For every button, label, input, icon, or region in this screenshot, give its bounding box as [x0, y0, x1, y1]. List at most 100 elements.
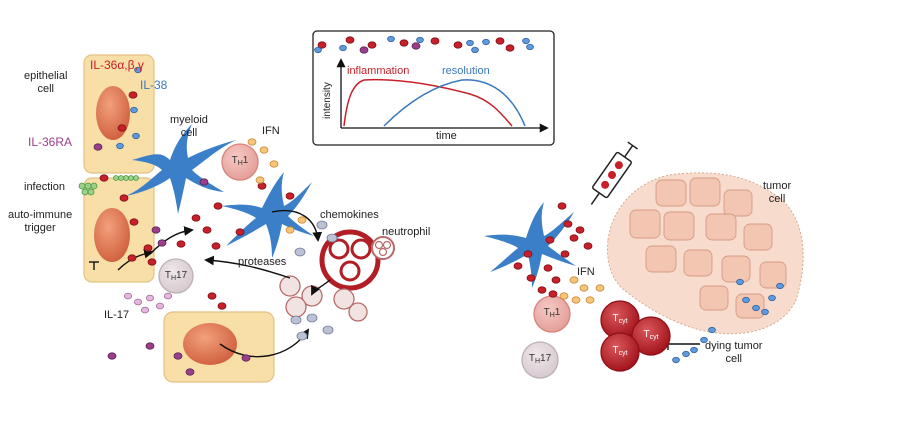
molecule-dot — [387, 35, 395, 43]
syringe-icon — [590, 141, 638, 205]
molecule-dot — [761, 308, 769, 316]
molecule-dot — [505, 44, 515, 52]
tcyt-2-label: Tcyt — [643, 329, 659, 341]
molecule-dot — [130, 106, 138, 114]
molecule-dot — [306, 313, 318, 323]
inset-inflammation-label: inflammation — [347, 65, 410, 77]
molecule-dot — [471, 46, 479, 54]
molecule-dot — [569, 234, 579, 242]
molecule-dot — [294, 247, 306, 257]
tcyt-3-label: Tcyt — [612, 345, 628, 357]
molecule-dot — [241, 354, 251, 362]
molecule-dot — [526, 274, 536, 282]
label-infection: infection — [24, 181, 65, 193]
label-il17: IL-17 — [104, 309, 130, 321]
molecule-dot — [128, 91, 138, 99]
tcyt-cell-2 — [631, 316, 671, 356]
molecule-dot — [202, 226, 212, 234]
molecule-dot — [147, 258, 157, 266]
th1-cell-left — [221, 143, 259, 181]
molecule-dot — [143, 244, 153, 252]
molecule-dot — [155, 302, 164, 310]
molecule-dot — [116, 142, 124, 150]
molecule-dot — [551, 276, 561, 284]
molecule-dot — [257, 182, 267, 190]
molecule-dot — [213, 202, 223, 210]
molecule-dot — [690, 346, 698, 354]
molecule-dot — [560, 250, 570, 258]
molecule-dot — [583, 242, 593, 250]
molecule-dot — [124, 292, 133, 300]
molecule-dot — [523, 250, 533, 258]
molecule-dot — [569, 276, 579, 284]
molecule-dot — [145, 294, 154, 302]
molecule-dot — [548, 290, 558, 298]
molecule-dot — [367, 41, 377, 49]
molecule-dot — [173, 352, 183, 360]
molecule-dot — [99, 174, 109, 182]
label-epithelial-cell: epithelial cell — [24, 70, 68, 95]
molecule-dot — [359, 46, 369, 54]
tcyt-cell-3 — [600, 332, 640, 372]
molecule-dot — [416, 36, 424, 44]
molecule-dot — [776, 282, 784, 290]
th17-cell-right — [521, 341, 559, 379]
molecule-dot — [742, 296, 750, 304]
molecule-dot — [557, 202, 567, 210]
molecule-dot — [290, 315, 302, 325]
molecule-dot — [151, 226, 161, 234]
label-myeloid-cell: myeloid cell — [170, 114, 208, 139]
molecule-dot — [571, 296, 581, 304]
molecule-dot — [259, 146, 269, 154]
molecule-dot — [322, 325, 334, 335]
label-il36ra: IL-36RA — [28, 135, 73, 149]
molecule-dot — [134, 66, 142, 74]
label-il36: IL-36α,β,γ — [90, 58, 144, 72]
inflammation-curve — [343, 78, 513, 127]
neutrophil-small — [371, 236, 395, 260]
molecule-dot — [207, 292, 217, 300]
molecule-dot — [133, 298, 142, 306]
molecule-dot — [575, 226, 585, 234]
label-proteases: proteases — [238, 256, 287, 268]
molecule-dot — [708, 326, 716, 334]
molecule-dot — [297, 216, 307, 224]
molecule-dot — [399, 39, 409, 47]
molecule-dot — [559, 292, 569, 300]
molecule-dot — [145, 342, 155, 350]
th17-left-label: TH17 — [164, 270, 188, 282]
molecule-dot — [700, 336, 708, 344]
infection-bacteria — [78, 175, 139, 196]
inset-chart — [312, 30, 555, 146]
tcyt-1-label: Tcyt — [612, 313, 628, 325]
molecule-dot — [117, 124, 127, 132]
tumor-mass — [607, 172, 804, 335]
molecule-dot — [217, 302, 227, 310]
molecule-dot — [235, 228, 245, 236]
molecule-dot — [255, 176, 265, 184]
molecule-dot — [129, 218, 139, 226]
molecule-dot — [132, 132, 140, 140]
molecule-dot — [326, 233, 338, 243]
molecule-dot — [672, 356, 680, 364]
molecule-dot — [296, 331, 308, 341]
molecule-dot — [768, 294, 776, 302]
molecule-dot — [345, 36, 355, 44]
molecule-dot — [411, 42, 421, 50]
molecule-dot — [199, 178, 209, 186]
molecule-dot — [513, 262, 523, 270]
label-chemokines: chemokines — [320, 209, 379, 221]
molecule-dot — [157, 239, 167, 247]
myeloid-cell-right — [484, 202, 576, 288]
molecule-dot — [339, 44, 347, 52]
molecule-dot — [453, 41, 463, 49]
label-neutrophil: neutrophil — [382, 226, 431, 238]
epithelial-cell-middle — [83, 177, 155, 283]
molecule-dot — [682, 350, 690, 358]
myeloid-cell-center — [222, 172, 314, 258]
label-tumor-cell: tumor cell — [763, 180, 792, 205]
inset-resolution-label: resolution — [442, 65, 490, 77]
molecule-dot — [495, 37, 505, 45]
molecule-dot — [543, 264, 553, 272]
molecule-dot — [119, 194, 129, 202]
